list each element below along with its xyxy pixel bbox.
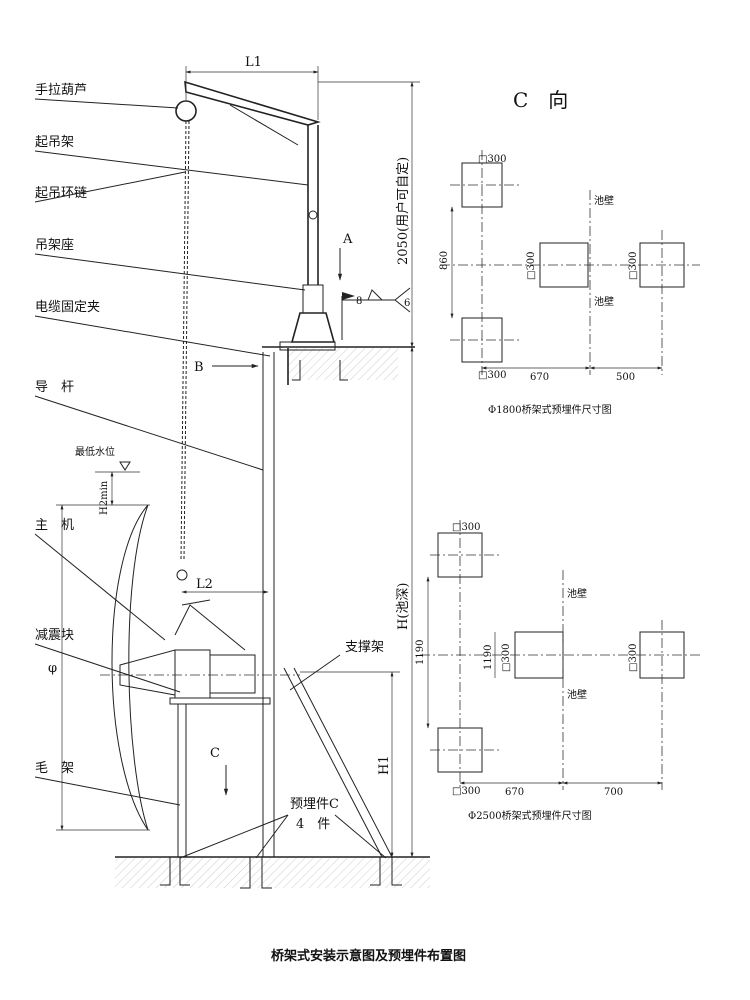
callout-crane-seat: 吊架座 [34, 238, 306, 291]
callout-crane: 起吊架 [34, 135, 309, 186]
main-unit [100, 504, 300, 831]
plan2-300-bl: □300 [452, 786, 481, 797]
weld-8-label: 8 [356, 296, 362, 307]
plan1-300-tl: □300 [478, 154, 507, 165]
callout-frame: 毛 架 [34, 761, 181, 806]
plan1-caption: Φ1800桥架式预埋件尺寸图 [488, 403, 612, 416]
dim-h: H(池深) [396, 346, 414, 858]
dim-2050: 2050(用户可自定) [318, 81, 420, 348]
label-frame: 毛 架 [35, 761, 74, 776]
dim-l2-label: L2 [196, 577, 213, 592]
callout-hoist: 手拉葫芦 [34, 83, 179, 109]
chain [176, 120, 190, 581]
dim-l1-label: L1 [245, 55, 262, 70]
label-cable-clamp: 电缆固定夹 [35, 299, 100, 315]
label-damper: 减震块 [35, 628, 74, 643]
top-platform [262, 346, 415, 385]
callout-damper: 减震块 [34, 628, 181, 693]
callout-cable-clamp: 电缆固定夹 [34, 299, 271, 357]
callout-support: 支撑架 [289, 640, 384, 691]
c-view-title: C 向 [513, 88, 568, 112]
view-c: C [210, 746, 229, 796]
plan1-300-ml: □300 [526, 251, 537, 280]
water-level-label: 最低水位 [75, 445, 115, 458]
plan2-caption: Φ2500桥架式预埋件尺寸图 [468, 809, 592, 822]
plan1-670: 670 [530, 372, 549, 383]
view-b: B [194, 360, 259, 375]
label-support: 支撑架 [345, 640, 384, 655]
label-guide-rod: 导 杆 [35, 380, 74, 395]
callout-guide-rod: 导 杆 [34, 380, 264, 471]
plan1-860: 860 [439, 251, 450, 270]
plan2-wall-bottom: 池壁 [567, 688, 587, 701]
plan1-wall-top: 池壁 [594, 194, 614, 207]
view-c-label: C [210, 746, 220, 761]
dim-phi-label: φ [48, 661, 57, 676]
callout-main-unit: 主 机 [34, 518, 166, 641]
dim-l2: L2 [181, 577, 269, 594]
label-crane: 起吊架 [35, 135, 74, 150]
callout-chain: 起吊环链 [34, 171, 186, 203]
water-level: 最低水位 H2min [75, 445, 140, 515]
plan1-wall-bottom: 池壁 [594, 295, 614, 308]
dim-phi: φ [48, 504, 150, 831]
figure-caption: 桥架式安装示意图及预埋件布置图 [271, 948, 466, 964]
plan2-670: 670 [505, 787, 524, 798]
hoist-icon [175, 100, 197, 122]
label-pieces: 4 件 [296, 817, 330, 832]
dim-h-label: H(池深) [396, 583, 411, 630]
plan2-300-ml: □300 [501, 643, 512, 672]
plan2-300-tl: □300 [452, 522, 481, 533]
plan2-1190-outer: 1190 [415, 640, 426, 665]
crane-assembly [184, 80, 336, 351]
view-b-label: B [194, 360, 204, 375]
frame [169, 697, 271, 857]
weld-symbol: 8 6 [341, 287, 410, 340]
plan2-300-mr: □300 [628, 643, 639, 672]
bottom-ground [115, 856, 430, 889]
callout-embedded: 预埋件C 4 件 [179, 797, 387, 859]
dim-2050-label: 2050(用户可自定) [395, 157, 411, 265]
support-brace [283, 667, 393, 858]
dim-h1: H1 [300, 671, 400, 858]
label-main-unit: 主 机 [35, 518, 74, 533]
plan1-500: 500 [616, 372, 635, 383]
label-crane-seat: 吊架座 [35, 238, 74, 253]
plan1-300-bl: □300 [478, 370, 507, 381]
plan1-300-mr: □300 [628, 251, 639, 280]
plan2-700: 700 [604, 787, 623, 798]
label-hoist: 手拉葫芦 [35, 83, 87, 98]
plan2-1190-inner: 1190 [483, 645, 494, 670]
view-a-label: A [342, 232, 353, 247]
dim-h1-label: H1 [377, 755, 392, 775]
weld-6-label: 6 [404, 298, 410, 309]
guide-rod [262, 352, 275, 857]
plan-1800: 860 670 500 □300 □300 □300 □300 池壁 池壁 Φ1… [439, 150, 700, 416]
label-chain: 起吊环链 [35, 186, 87, 201]
plan2-wall-top: 池壁 [567, 587, 587, 600]
h2min-label: H2min [99, 480, 110, 515]
dim-l1: L1 [185, 55, 319, 120]
view-a: A [337, 232, 353, 281]
plan-2500: 1190 1190 670 700 □300 □300 □300 □300 池壁… [415, 520, 700, 822]
label-embedded-c: 预埋件C [290, 797, 339, 812]
